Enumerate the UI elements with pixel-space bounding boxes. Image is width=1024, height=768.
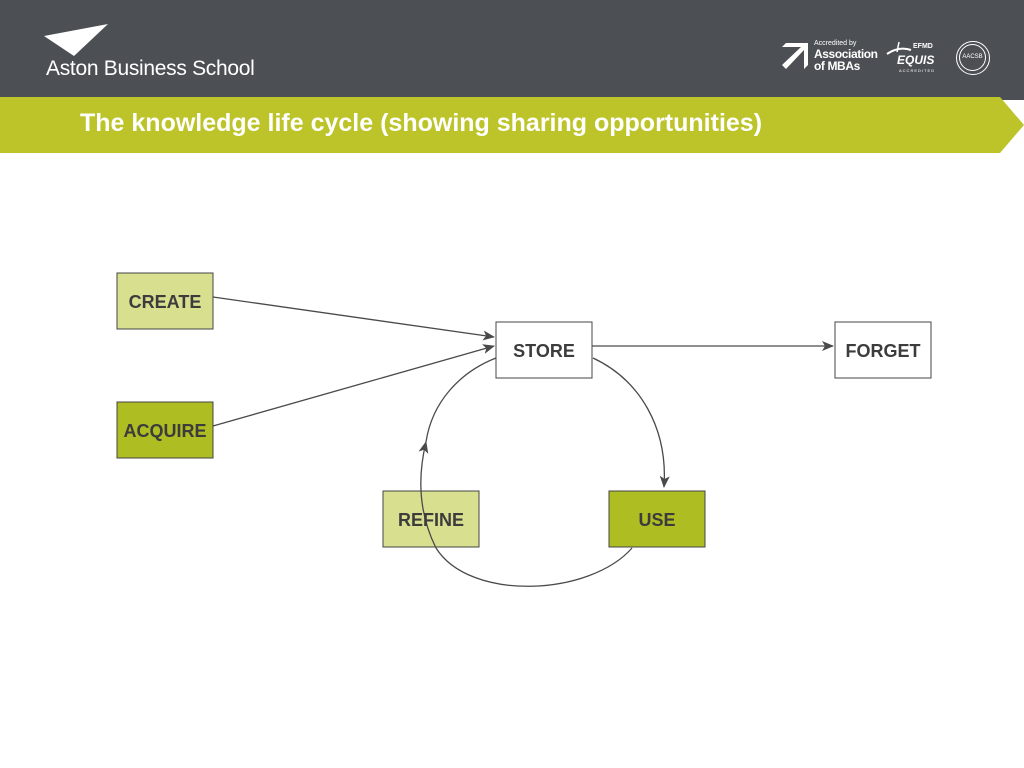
efmd-label: EFMD bbox=[913, 43, 933, 50]
node-store-box bbox=[495, 321, 593, 379]
node-use-label: USE bbox=[638, 510, 675, 530]
node-forget-box bbox=[834, 321, 932, 379]
node-create-box bbox=[116, 272, 214, 330]
aacsb-seal-ring bbox=[959, 44, 986, 71]
arrow-acquire-to-store bbox=[212, 344, 495, 427]
slide-title: The knowledge life cycle (showing sharin… bbox=[80, 109, 763, 137]
amba-line-1: Association bbox=[814, 47, 878, 61]
efmd-equis-logo: EFMD EQUIS ACCREDITED bbox=[885, 40, 945, 76]
amba-arrow-icon bbox=[782, 43, 808, 69]
amba-accreditation-logo: Accredited by Association of MBAs bbox=[782, 40, 878, 76]
amba-line-2: of MBAs bbox=[814, 59, 860, 73]
amba-accredited-by: Accredited by bbox=[814, 40, 857, 47]
node-store-label: STORE bbox=[513, 341, 575, 361]
node-forget-label: FORGET bbox=[846, 341, 921, 361]
aacsb-label: AACSB bbox=[962, 54, 983, 60]
arc-store-to-use bbox=[592, 357, 670, 488]
header-bar: Aston Business School Accredited by Asso… bbox=[0, 0, 1024, 100]
brand-name: Aston Business School bbox=[46, 57, 255, 80]
node-use-box bbox=[608, 490, 706, 548]
arc-store-to-refine-upper bbox=[425, 357, 497, 443]
title-banner bbox=[0, 97, 1024, 153]
aacsb-seal: AACSB bbox=[956, 41, 990, 75]
node-create-label: CREATE bbox=[129, 292, 202, 312]
arrow-create-to-store bbox=[212, 296, 495, 341]
arc-refine-to-store bbox=[418, 441, 437, 549]
arc-use-to-refine bbox=[435, 547, 633, 587]
aston-business-school-logo: Aston Business School bbox=[44, 24, 284, 84]
efmd-swoosh-icon bbox=[886, 41, 912, 55]
node-acquire-box bbox=[116, 401, 214, 459]
equis-accredited-label: ACCREDITED bbox=[899, 68, 936, 73]
node-acquire-label: ACQUIRE bbox=[123, 421, 206, 441]
equis-label: EQUIS bbox=[897, 53, 935, 67]
aston-logo-icon bbox=[44, 24, 108, 56]
node-refine-label: REFINE bbox=[398, 510, 464, 530]
